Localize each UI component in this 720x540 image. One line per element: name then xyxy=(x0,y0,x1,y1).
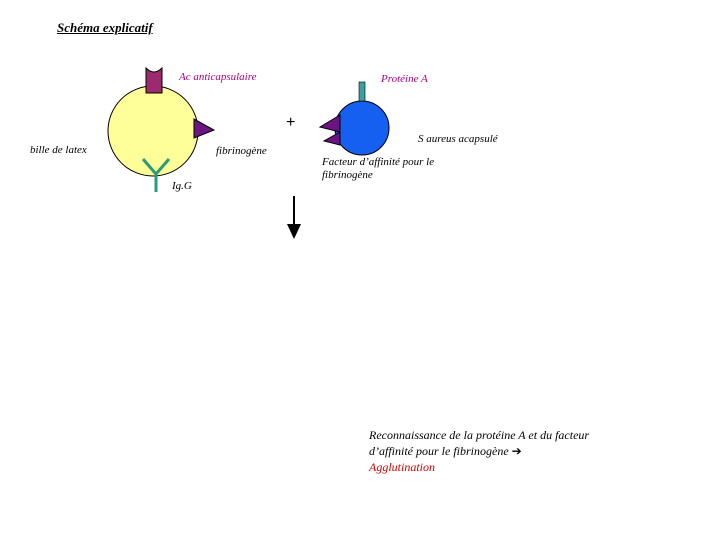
note-line1: Reconnaissance de la protéine A et du fa… xyxy=(369,428,590,442)
affinity-factor-label-line1: Facteur d’affinité pour le xyxy=(322,156,435,168)
staph-aureus-label: S aureus acapsulé xyxy=(418,133,498,145)
agglutination-result: Agglutination xyxy=(369,460,435,474)
latex-bead xyxy=(107,85,199,177)
plus-sign: + xyxy=(286,114,296,131)
anticapsular-antibody-label: Ac anticapsulaire xyxy=(179,71,257,83)
latex-bead-label: bille de latex xyxy=(30,144,87,156)
page-title: Schéma explicatif xyxy=(57,20,153,35)
igg-label: Ig.G xyxy=(172,180,192,192)
affinity-factor-label: Facteur d’affinité pour le fibrinogène xyxy=(322,156,434,182)
conclusion-note: Reconnaissance de la protéine A et du fa… xyxy=(369,427,659,475)
note-line2-row: d’affinité pour le fibrinogène ➔ xyxy=(369,443,659,459)
anticapsular-antibody xyxy=(145,66,163,94)
protein-a xyxy=(358,81,366,102)
fibrinogen-label: fibrinogène xyxy=(216,145,267,157)
fibrinogen-triangle-left xyxy=(193,118,216,139)
affinity-factor-triangle-bottom xyxy=(322,131,341,146)
protein-a-label: Protéine A xyxy=(381,73,428,85)
reaction-arrow-head xyxy=(287,224,301,239)
staph-aureus-bacterium xyxy=(334,100,390,156)
affinity-factor-triangle-top xyxy=(318,114,341,133)
note-line2: d’affinité pour le fibrinogène xyxy=(369,444,509,458)
igg-antibody xyxy=(141,158,171,192)
affinity-factor-label-line2: fibrinogène xyxy=(322,169,373,181)
right-arrow-icon: ➔ xyxy=(511,444,522,458)
